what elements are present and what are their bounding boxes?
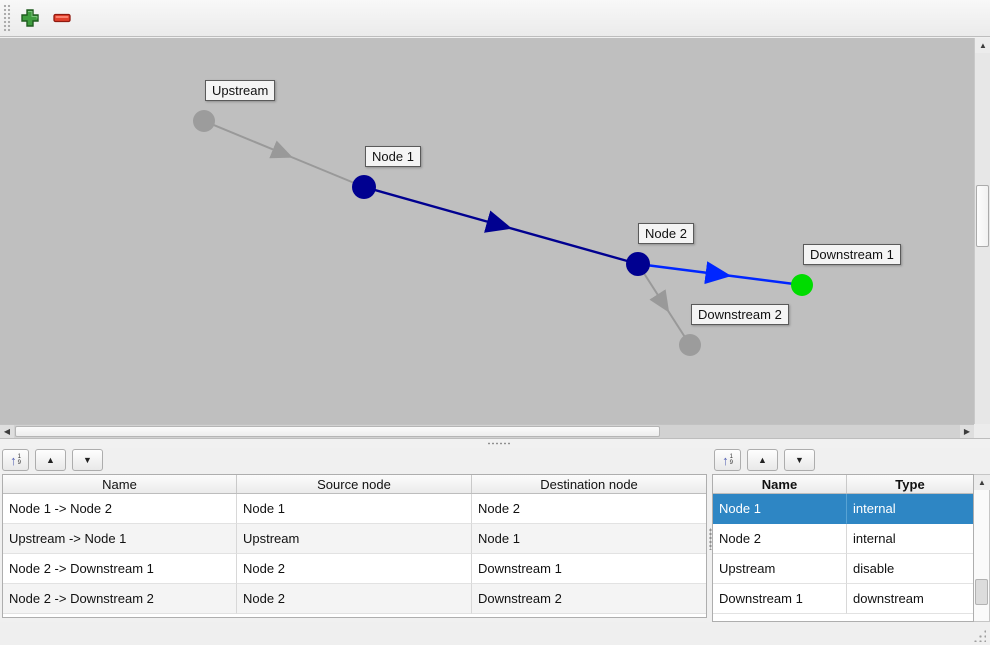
edge-node2-downstream1[interactable] bbox=[637, 261, 803, 287]
cell-source: Upstream bbox=[237, 524, 472, 554]
cell-name: Upstream bbox=[713, 554, 847, 584]
cell-source: Node 2 bbox=[237, 554, 472, 584]
canvas-vscroll-thumb[interactable] bbox=[976, 185, 989, 247]
cell-name: Node 2 -> Downstream 1 bbox=[3, 554, 237, 584]
nodes-table-scrollbar[interactable]: ▲ ▼ bbox=[974, 474, 990, 622]
edges-table-header: Name Source node Destination node bbox=[3, 475, 706, 494]
up-triangle-icon: ▲ bbox=[758, 455, 767, 465]
nodes-move-up-button[interactable]: ▲ bbox=[747, 449, 778, 471]
vertical-splitter[interactable] bbox=[708, 448, 712, 622]
down-triangle-icon: ▼ bbox=[83, 455, 92, 465]
cell-name: Node 1 bbox=[713, 494, 847, 524]
minus-icon bbox=[52, 8, 72, 31]
cell-destination: Node 1 bbox=[472, 524, 706, 554]
node-label-upstream[interactable]: Upstream bbox=[205, 80, 276, 101]
nodes-table: Name Type Node 1 internal Node 2 interna… bbox=[712, 474, 974, 622]
column-header-name[interactable]: Name bbox=[3, 475, 237, 493]
table-row[interactable]: Node 2 internal bbox=[713, 524, 973, 554]
edge-node2-downstream2[interactable] bbox=[637, 263, 691, 346]
node-node2[interactable] bbox=[626, 252, 650, 276]
status-strip bbox=[0, 622, 990, 645]
down-triangle-icon: ▼ bbox=[795, 455, 804, 465]
table-row[interactable]: Downstream 1 downstream bbox=[713, 584, 973, 614]
cell-destination: Node 2 bbox=[472, 494, 706, 524]
column-header-destination[interactable]: Destination node bbox=[540, 476, 638, 492]
edges-table: Name Source node Destination node Node 1… bbox=[2, 474, 707, 618]
cell-name: Node 1 -> Node 2 bbox=[3, 494, 237, 524]
add-node-button[interactable] bbox=[16, 5, 44, 33]
canvas-horizontal-scrollbar[interactable]: ◀ ▶ bbox=[0, 424, 974, 438]
cell-destination: Downstream 1 bbox=[472, 554, 706, 584]
table-row[interactable]: Node 1 -> Node 2 Node 1 Node 2 bbox=[3, 494, 706, 524]
cell-name: Upstream -> Node 1 bbox=[3, 524, 237, 554]
edges-move-up-button[interactable]: ▲ bbox=[35, 449, 66, 471]
node-upstream[interactable] bbox=[193, 110, 215, 132]
splitter-grip-icon bbox=[487, 442, 511, 445]
cell-name: Node 2 bbox=[713, 524, 847, 554]
node-downstream2[interactable] bbox=[679, 334, 701, 356]
node-label-downstream2[interactable]: Downstream 2 bbox=[691, 304, 789, 325]
scroll-left-icon[interactable]: ◀ bbox=[0, 425, 14, 438]
cell-destination: Downstream 2 bbox=[472, 584, 706, 614]
scroll-right-icon[interactable]: ▶ bbox=[960, 425, 974, 438]
nodes-table-header: Name Type bbox=[713, 475, 973, 494]
cell-name: Downstream 1 bbox=[713, 584, 847, 614]
column-header-type[interactable]: Type bbox=[895, 476, 925, 492]
edges-move-down-button[interactable]: ▼ bbox=[72, 449, 103, 471]
edge-node1-node2[interactable] bbox=[363, 185, 639, 266]
graph-canvas[interactable]: Upstream Node 1 Node 2 Downstream 1 Down… bbox=[0, 38, 974, 424]
up-triangle-icon: ▲ bbox=[46, 455, 55, 465]
cell-source: Node 2 bbox=[237, 584, 472, 614]
cell-type: internal bbox=[847, 494, 973, 524]
horizontal-splitter[interactable] bbox=[0, 438, 990, 448]
cell-name: Node 2 -> Downstream 2 bbox=[3, 584, 237, 614]
node-node1[interactable] bbox=[352, 175, 376, 199]
cell-type: internal bbox=[847, 524, 973, 554]
nodes-table-scroll-thumb[interactable] bbox=[975, 579, 988, 605]
column-header-source[interactable]: Source node bbox=[237, 475, 472, 493]
scrollbar-corner bbox=[974, 424, 990, 438]
table-row[interactable]: Node 2 -> Downstream 1 Node 2 Downstream… bbox=[3, 554, 706, 584]
plus-icon bbox=[20, 8, 40, 31]
nodes-move-down-button[interactable]: ▼ bbox=[784, 449, 815, 471]
table-row[interactable]: Node 2 -> Downstream 2 Node 2 Downstream… bbox=[3, 584, 706, 614]
main-toolbar bbox=[0, 0, 990, 37]
table-row[interactable]: Upstream disable bbox=[713, 554, 973, 584]
edge-upstream-node1[interactable] bbox=[203, 120, 365, 188]
canvas-hscroll-thumb[interactable] bbox=[15, 426, 660, 437]
canvas-vertical-scrollbar[interactable]: ▲ ▼ bbox=[974, 38, 990, 645]
scroll-up-icon[interactable]: ▲ bbox=[974, 475, 990, 490]
cell-type: downstream bbox=[847, 584, 973, 614]
scroll-up-icon[interactable]: ▲ bbox=[975, 38, 990, 53]
column-header-name[interactable]: Name bbox=[713, 475, 847, 493]
cell-source: Node 1 bbox=[237, 494, 472, 524]
table-row-selected[interactable]: Node 1 internal bbox=[713, 494, 973, 524]
table-row[interactable]: Upstream -> Node 1 Upstream Node 1 bbox=[3, 524, 706, 554]
splitter-grip-icon bbox=[709, 528, 712, 550]
cell-type: disable bbox=[847, 554, 973, 584]
node-downstream1[interactable] bbox=[791, 274, 813, 296]
remove-node-button[interactable] bbox=[48, 5, 76, 33]
window-resize-grip[interactable] bbox=[973, 629, 986, 642]
toolbar-grip[interactable] bbox=[3, 4, 11, 32]
node-label-downstream1[interactable]: Downstream 1 bbox=[803, 244, 901, 265]
node-label-node1[interactable]: Node 1 bbox=[365, 146, 421, 167]
node-label-node2[interactable]: Node 2 bbox=[638, 223, 694, 244]
